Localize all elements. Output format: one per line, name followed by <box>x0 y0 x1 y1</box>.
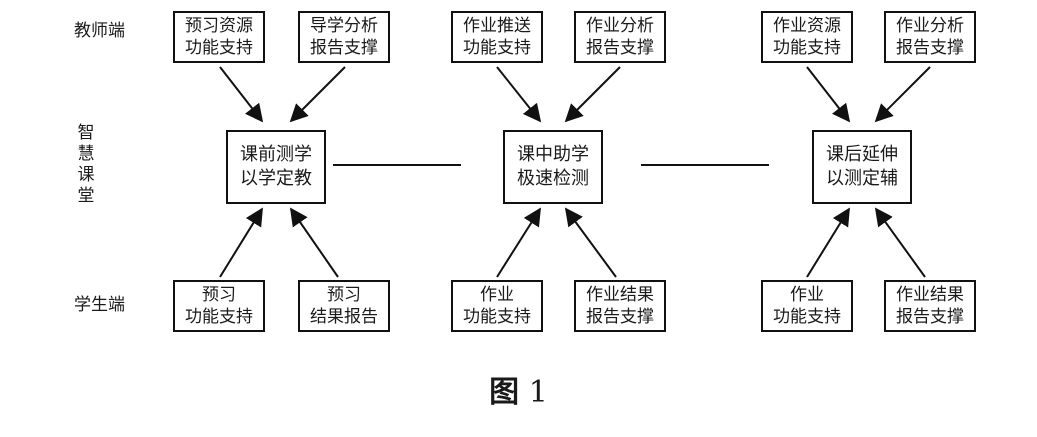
figure-caption: 图 1 <box>0 367 1037 411</box>
teacher-box-2a: 作业推送 功能支持 <box>451 11 543 63</box>
teacher-box-3a: 作业资源 功能支持 <box>761 11 853 63</box>
box-line-2: 功能支持 <box>185 38 253 58</box>
teacher-box-2b: 作业分析 报告支撑 <box>574 11 666 63</box>
box-line-2: 结果报告 <box>310 307 378 327</box>
box-line-2: 报告支撑 <box>310 38 378 58</box>
student-box-1a: 预习 功能支持 <box>173 280 265 332</box>
box-line-1: 课后延伸 <box>826 144 898 165</box>
box-line-2: 报告支撑 <box>586 38 654 58</box>
center-box-2: 课中助学 极速检测 <box>503 130 603 204</box>
student-box-2a: 作业 功能支持 <box>451 280 543 332</box>
arrow-student-3b <box>874 207 926 278</box>
student-box-3a: 作业 功能支持 <box>761 280 853 332</box>
box-line-2: 功能支持 <box>463 307 531 327</box>
teacher-box-3b: 作业分析 报告支撑 <box>884 11 976 63</box>
classroom-char-4: 堂 <box>77 186 95 206</box>
caption-prefix: 图 <box>489 375 520 410</box>
row-label-student: 学生端 <box>74 295 125 315</box>
row-label-teacher: 教师端 <box>74 21 125 41</box>
student-box-3b: 作业结果 报告支撑 <box>884 280 976 332</box>
arrow-teacher-3a <box>806 66 851 123</box>
arrow-student-3a <box>806 207 850 278</box>
student-box-1b: 预习 结果报告 <box>298 280 390 332</box>
arrow-student-1b <box>289 207 339 278</box>
box-line-1: 导学分析 <box>310 16 378 36</box>
arrow-teacher-2a <box>496 66 542 123</box>
caption-number: 1 <box>528 375 548 410</box>
box-line-1: 作业结果 <box>896 285 964 305</box>
center-box-1: 课前测学 以学定教 <box>226 130 326 204</box>
arrow-teacher-2b <box>564 66 621 123</box>
teacher-box-1a: 预习资源 功能支持 <box>173 11 265 63</box>
box-line-1: 作业结果 <box>586 285 654 305</box>
box-line-1: 预习 <box>327 285 361 305</box>
box-line-2: 报告支撑 <box>896 38 964 58</box>
box-line-2: 功能支持 <box>773 38 841 58</box>
box-line-1: 作业资源 <box>773 16 841 36</box>
classroom-char-1: 智 <box>77 123 95 143</box>
box-line-1: 作业 <box>790 285 824 305</box>
arrow-teacher-1b <box>289 66 346 123</box>
arrow-student-1a <box>219 207 263 278</box>
arrow-student-2b <box>564 207 617 278</box>
box-line-1: 课中助学 <box>517 144 589 165</box>
center-box-3: 课后延伸 以测定辅 <box>812 130 912 204</box>
classroom-char-2: 慧 <box>77 144 95 164</box>
student-box-2b: 作业结果 报告支撑 <box>574 280 666 332</box>
arrow-student-2a <box>496 207 541 278</box>
box-line-1: 预习 <box>202 285 236 305</box>
box-line-1: 作业 <box>480 285 514 305</box>
box-line-1: 课前测学 <box>240 144 312 165</box>
box-line-1: 作业分析 <box>896 16 964 36</box>
box-line-2: 报告支撑 <box>896 307 964 327</box>
box-line-1: 作业推送 <box>463 16 531 36</box>
classroom-char-3: 课 <box>77 165 95 185</box>
arrow-teacher-1a <box>219 66 264 123</box>
teacher-box-1b: 导学分析 报告支撑 <box>298 11 390 63</box>
box-line-2: 以学定教 <box>240 168 312 189</box>
box-line-1: 作业分析 <box>586 16 654 36</box>
box-line-1: 预习资源 <box>185 16 253 36</box>
box-line-2: 以测定辅 <box>826 168 898 189</box>
arrow-teacher-3b <box>874 66 931 123</box>
box-line-2: 极速检测 <box>517 168 589 189</box>
box-line-2: 功能支持 <box>773 307 841 327</box>
box-line-2: 功能支持 <box>463 38 531 58</box>
box-line-2: 报告支撑 <box>586 307 654 327</box>
box-line-2: 功能支持 <box>185 307 253 327</box>
